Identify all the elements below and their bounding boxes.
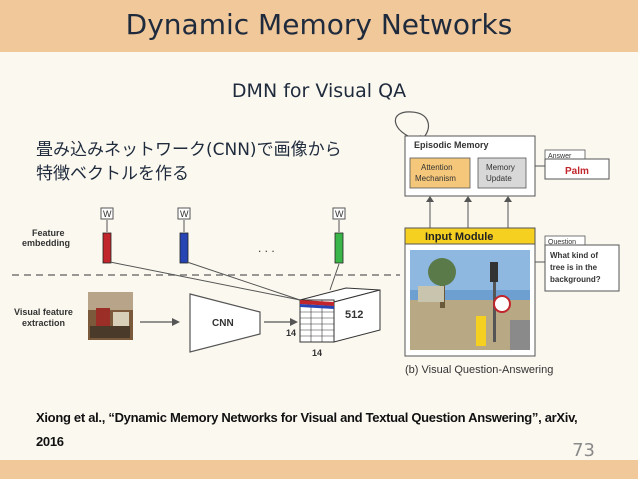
feature-bar-blue	[179, 232, 189, 264]
cnn-block	[189, 293, 261, 353]
attention-label-2: Mechanism	[415, 174, 456, 183]
ellipsis-dots: . . .	[258, 241, 275, 255]
street-photo	[410, 250, 530, 350]
episodic-memory-label: Episodic Memory	[414, 140, 489, 150]
feature-bar-red	[102, 232, 112, 264]
question-line-1: What kind of	[550, 251, 598, 260]
answer-tag-label: Answer	[548, 153, 572, 160]
citation: Xiong et al., “Dynamic Memory Networks f…	[36, 410, 578, 449]
memory-update-label-1: Memory	[486, 163, 515, 172]
loop-arrow	[394, 111, 430, 141]
dim-512-label: 512	[345, 309, 363, 321]
attention-mechanism-box	[409, 157, 471, 189]
answer-box	[544, 158, 610, 180]
memory-update-box	[477, 157, 527, 189]
question-line-3: background?	[550, 275, 601, 284]
cnn-label: CNN	[212, 318, 234, 329]
slide-title: Dynamic Memory Networks	[125, 8, 513, 41]
figure-caption: (b) Visual Question-Answering	[405, 364, 553, 376]
w-label-1: W	[103, 209, 112, 219]
feature-embedding-label-1: Feature	[32, 228, 65, 238]
visual-feature-label-2: extraction	[22, 318, 65, 328]
answer-value: Palm	[565, 166, 589, 177]
slide-subtitle: DMN for Visual QA	[231, 80, 407, 102]
dim-14-bottom-label: 14	[312, 348, 322, 358]
footer-band	[0, 460, 638, 479]
feature-embedding-label-2: embedding	[22, 238, 70, 248]
w-box-2	[177, 207, 191, 220]
visual-qa-diagram: Episodic Memory Attention Mechanism Memo…	[394, 111, 620, 376]
room-photo	[88, 292, 133, 340]
attention-label-1: Attention	[421, 163, 453, 172]
input-module-label: Input Module	[425, 231, 493, 243]
note-line-2: 特徴ベクトルを作る	[36, 164, 189, 184]
w-label-3: W	[335, 209, 344, 219]
w-box-1	[100, 207, 114, 220]
visual-feature-label-1: Visual feature	[14, 307, 73, 317]
question-line-2: tree is in the	[550, 263, 598, 272]
question-box	[544, 244, 620, 292]
page-number: 73	[572, 440, 595, 461]
feature-bar-green	[334, 232, 344, 264]
memory-update-label-2: Update	[486, 174, 512, 183]
question-tag-label: Question	[548, 239, 576, 246]
feature-extraction-diagram: Feature embedding W W W . . .	[12, 207, 400, 358]
feature-tensor: 512 14 14	[286, 287, 381, 358]
dim-14-left-label: 14	[286, 328, 296, 338]
header-band	[0, 0, 638, 52]
japanese-note: 畳み込みネットワーク(CNN)で画像から 特徴ベクトルを作る	[36, 138, 386, 186]
note-line-1: 畳み込みネットワーク(CNN)で画像から	[36, 140, 342, 160]
dmn-figure: Feature embedding W W W . . .	[12, 111, 620, 376]
w-box-3	[332, 207, 346, 220]
w-label-2: W	[180, 209, 189, 219]
